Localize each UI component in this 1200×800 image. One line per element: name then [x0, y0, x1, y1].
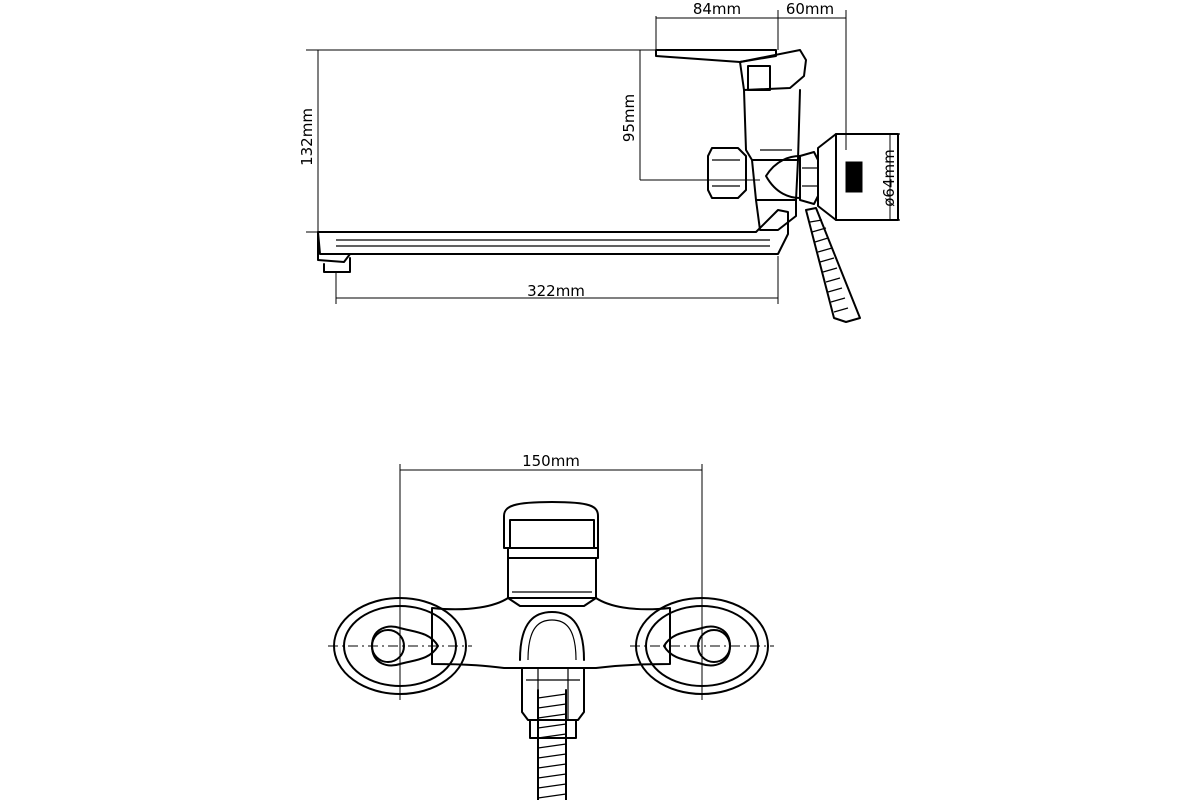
dimension-150mm: 150mm [399, 452, 703, 700]
dim-132-label: 132mm [298, 108, 316, 166]
side-view: 84mm 60mm 132mm 95mm [298, 0, 900, 323]
dimension-60mm: 60mm [778, 0, 847, 150]
flange-thread [845, 161, 863, 193]
bottom-hex-nut [521, 667, 585, 739]
left-flange [328, 597, 472, 695]
shower-hose [805, 207, 861, 323]
dimension-84mm: 84mm [655, 0, 779, 50]
dimension-95mm: 95mm [620, 50, 760, 181]
dim-322-label: 322mm [527, 282, 585, 300]
dim-84-label: 84mm [693, 0, 741, 18]
spout [317, 209, 789, 273]
dimension-322mm: 322mm [335, 256, 779, 304]
right-flange [630, 597, 774, 695]
dim-60-label: 60mm [786, 0, 834, 18]
dim-150-label: 150mm [522, 452, 580, 470]
dim-95-label: 95mm [620, 94, 638, 142]
front-view: 150mm [328, 452, 774, 800]
dimension-64mm: ø64mm [880, 134, 898, 220]
hex-nut-left [707, 147, 747, 199]
front-lever-handle [503, 501, 599, 559]
front-mixer-body [431, 557, 671, 669]
wall-flange [817, 133, 900, 221]
dim-64-label: ø64mm [880, 149, 898, 207]
front-shower-hose [537, 689, 567, 800]
spout-joint [755, 199, 797, 231]
lever-handle [655, 49, 807, 91]
dimension-132mm: 132mm [298, 49, 660, 233]
